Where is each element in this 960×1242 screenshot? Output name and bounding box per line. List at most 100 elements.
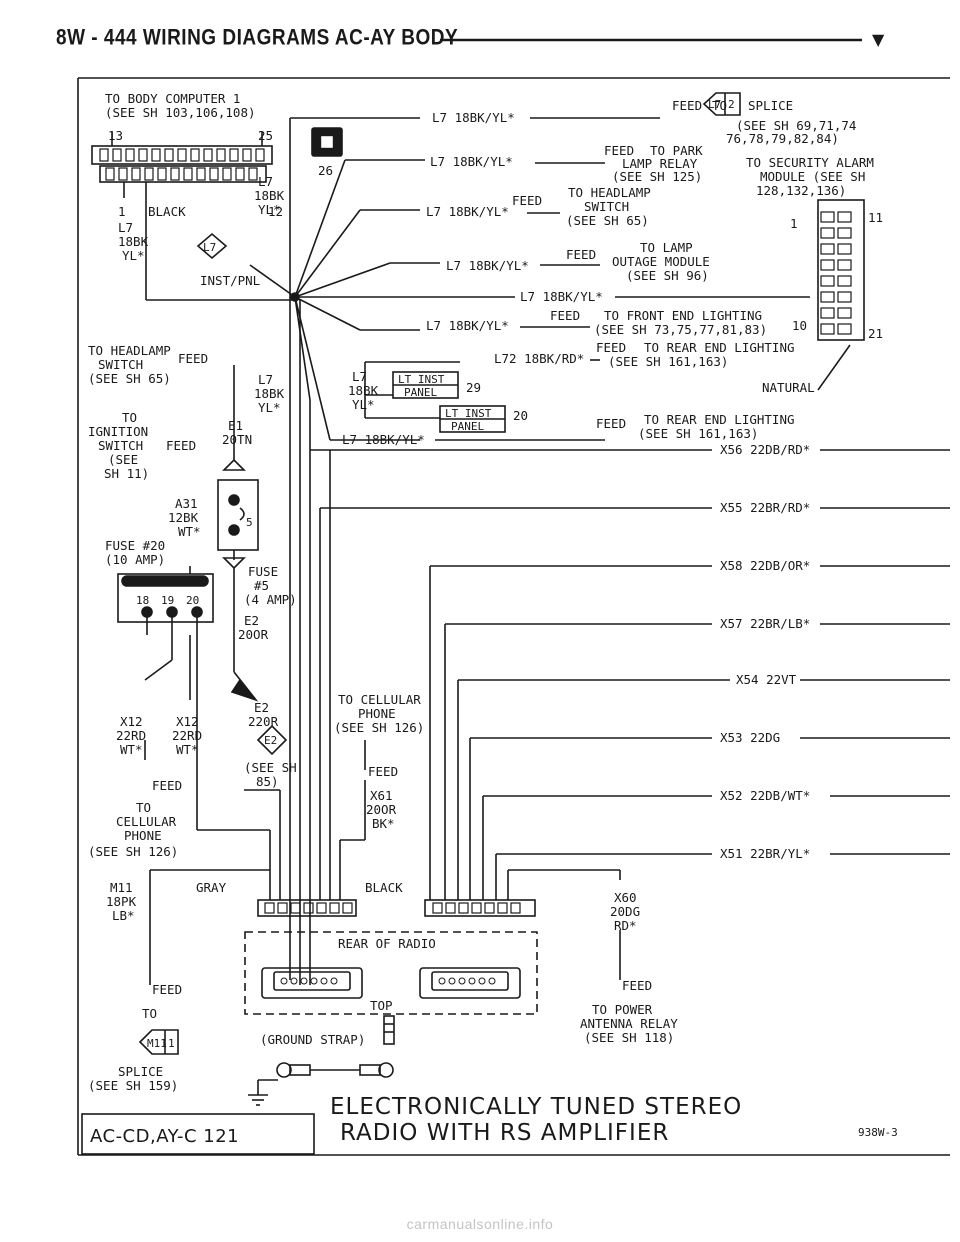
cellular-phone: PHONE <box>124 828 162 843</box>
m11-label: M11 <box>110 880 133 895</box>
page-header: 8W - 444 WIRING DIAGRAMS AC-AY BODY <box>56 26 459 51</box>
e2-label: E2 <box>244 613 259 628</box>
ignition-switch: SWITCH <box>98 438 143 453</box>
cellular-ref: (SEE SH 126) <box>88 844 178 859</box>
ltinst-panel-20-pin: 20 <box>513 408 528 423</box>
wire-x53: X53 22DG <box>720 730 780 745</box>
feed1-splice-num: 2 <box>728 98 735 111</box>
m11-feed: FEED <box>152 982 182 997</box>
see-sh-85: (SEE SH <box>244 760 297 775</box>
power-antenna-to: TO POWER <box>592 1002 653 1017</box>
x12b-gauge: 22RD <box>172 728 202 743</box>
center2-l7-label: L7 <box>258 372 273 387</box>
top-label: TOP <box>370 998 393 1013</box>
e1-label: E1 <box>228 418 243 433</box>
security-alarm-ref: 128,132,136) <box>756 183 846 198</box>
pin-1-label: 1 <box>118 204 126 219</box>
ground-strap-label: (GROUND STRAP) <box>260 1032 365 1047</box>
pin-25-label: 25 <box>258 128 273 143</box>
feed2-to: TO PARK <box>650 143 703 158</box>
wire-x54: X54 22VT <box>736 672 797 687</box>
feed3-to: TO HEADLAMP <box>568 185 651 200</box>
x60-label: X60 <box>614 890 637 905</box>
m11-splice-label: M11 <box>147 1037 167 1050</box>
splice-ref: (SEE SH 159) <box>88 1078 178 1093</box>
feed7-wire: L72 18BK/RD* <box>494 351 584 366</box>
diagram-title-line1: ELECTRONICALLY TUNED STEREO <box>330 1094 742 1120</box>
e2-splice-label: E2 <box>264 734 277 747</box>
m11-splice-num: 1 <box>168 1037 175 1050</box>
see-sh-85-num: 85) <box>256 774 279 789</box>
security-alarm-module: MODULE (SEE SH <box>760 169 865 184</box>
x60-feed: FEED <box>622 978 652 993</box>
feed6-to: TO FRONT END LIGHTING <box>604 308 762 323</box>
m11-gauge: 18PK <box>106 894 137 909</box>
cellular-feed: FEED <box>152 778 182 793</box>
e1-gauge: 20TN <box>222 432 252 447</box>
black-label: BLACK <box>148 204 186 219</box>
gray-label: GRAY <box>196 880 227 895</box>
figure-number: 938W-3 <box>858 1126 898 1139</box>
feed4-module: OUTAGE MODULE <box>612 254 710 269</box>
power-antenna-ref: (SEE SH 118) <box>584 1030 674 1045</box>
feed3-ref: (SEE SH 65) <box>566 213 649 228</box>
feed4-to: TO LAMP <box>640 240 693 255</box>
cellular-label: CELLULAR <box>116 814 177 829</box>
ltinst-panel-29-pin: 29 <box>466 380 481 395</box>
wire-l7-gauge: 18BK <box>118 234 149 249</box>
ltinst-panel-29-top: LT INST <box>398 373 445 386</box>
x61-label: X61 <box>370 788 393 803</box>
body-computer-ref: (SEE SH 103,106,108) <box>105 105 256 120</box>
security-alarm-label: TO SECURITY ALARM <box>746 155 874 170</box>
feed8-wire: L7 18BK/YL* <box>342 432 425 447</box>
center-black-label: BLACK <box>365 880 403 895</box>
e2-gauge: 20OR <box>238 627 269 642</box>
feed1-feed: FEED <box>672 98 702 113</box>
ignition-sheet: SH 11) <box>104 466 149 481</box>
wire-x57: X57 22BR/LB* <box>720 616 810 631</box>
ignition-feed: FEED <box>166 438 196 453</box>
inst-splice-label: L7 <box>203 241 216 254</box>
ignition-label: IGNITION <box>88 424 148 439</box>
fuse-pin-19: 19 <box>161 594 174 607</box>
feed4-ref: (SEE SH 96) <box>626 268 709 283</box>
fuse-5-label: FUSE <box>248 564 278 579</box>
ignition-to: TO <box>122 410 137 425</box>
wire-x56: X56 22DB/RD* <box>720 442 810 457</box>
fuse-20-rating: (10 AMP) <box>105 552 165 567</box>
feed4-wire: L7 18BK/YL* <box>446 258 529 273</box>
x60-gauge: 20DG <box>610 904 640 919</box>
e2-220r-label: E2 <box>254 700 269 715</box>
diagram-title-line2: RADIO WITH RS AMPLIFIER <box>340 1120 669 1146</box>
feed7-to: TO REAR END LIGHTING <box>644 340 795 355</box>
wire-x51: X51 22BR/YL* <box>720 846 810 861</box>
x61-gauge: 20OR <box>366 802 397 817</box>
pin-13-label: 13 <box>108 128 123 143</box>
feed7-feed: FEED <box>596 340 626 355</box>
a31-label: A31 <box>175 496 198 511</box>
fuse-pin-18: 18 <box>136 594 149 607</box>
x12b-color: WT* <box>176 742 199 757</box>
fuse-5-rating: (4 AMP) <box>244 592 297 607</box>
center2-l7-gauge: 18BK <box>254 386 285 401</box>
center-cellular-label: TO CELLULAR <box>338 692 421 707</box>
headlamp-feed-label: FEED <box>178 351 208 366</box>
wire-l7-label: L7 <box>118 220 133 235</box>
natural-label: NATURAL <box>762 380 815 395</box>
header-arrow-icon: ▼ <box>872 30 885 49</box>
ltinst-l7-color: YL* <box>352 397 375 412</box>
ltinst-l7-gauge: 18BK <box>348 383 379 398</box>
m11-to: TO <box>142 1006 157 1021</box>
center-cellular-ref: (SEE SH 126) <box>334 720 424 735</box>
model-code: AC-CD,AY-C 121 <box>90 1126 239 1147</box>
feed6-ref: (SEE SH 73,75,77,81,83) <box>594 322 767 337</box>
fuse-5-num: #5 <box>254 578 269 593</box>
headlamp-switch-line2: SWITCH <box>98 357 143 372</box>
ltinst-l7-label: L7 <box>352 369 367 384</box>
cellular-to: TO <box>136 800 151 815</box>
center-l7-color: YL* <box>258 202 281 217</box>
splice-label: SPLICE <box>118 1064 163 1079</box>
feed2-relay: LAMP RELAY <box>622 156 698 171</box>
feed2-wire: L7 18BK/YL* <box>430 154 513 169</box>
